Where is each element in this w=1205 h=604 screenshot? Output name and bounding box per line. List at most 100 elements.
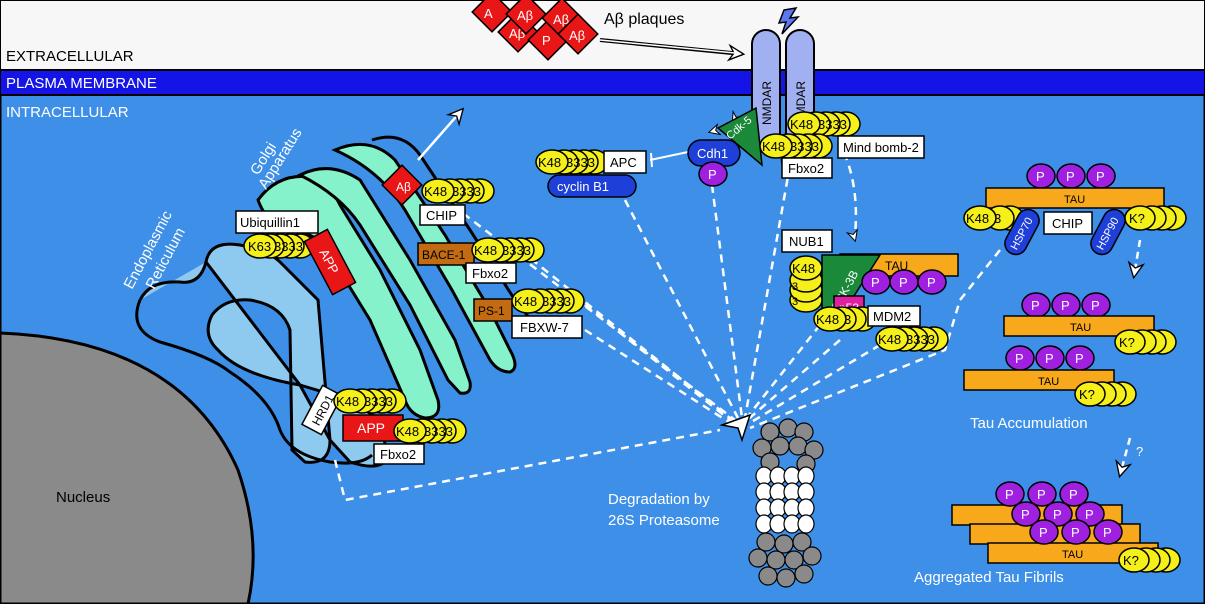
k48-label: K48 <box>878 332 901 347</box>
tau-label: TAU <box>1062 549 1083 561</box>
ubiquitin-chain <box>875 326 949 352</box>
k48-label: K48 <box>966 211 989 226</box>
plasma-membrane-band <box>0 69 1205 96</box>
plaque-arrow-inner <box>599 39 736 54</box>
mdm2-label: MDM2 <box>873 309 911 324</box>
mind-bomb2-label: Mind bomb-2 <box>843 140 919 155</box>
chip-box <box>419 204 466 226</box>
phosphate-label: P <box>1031 298 1040 313</box>
dashed-arrow <box>584 304 736 425</box>
plaque-text: Aβ <box>553 12 569 27</box>
phosphate-label: P <box>708 167 717 182</box>
mdm2-box <box>867 305 921 327</box>
fbxo2-box-nmdar <box>781 157 833 179</box>
proteasome-cap-bottom <box>748 532 822 588</box>
aggregation-arrow <box>1120 437 1130 475</box>
proteasome-core <box>755 466 815 534</box>
plaque-diamond <box>505 0 547 35</box>
ubiquitin-tail: 3333 <box>502 243 531 258</box>
ubiquitin-tail: 3333 <box>818 117 847 132</box>
fbxo2-box-er <box>373 443 425 465</box>
k63-label: K63 <box>248 239 271 254</box>
apc-label: APC <box>610 155 637 170</box>
k-unknown-label: K? <box>1129 211 1145 226</box>
phosphate-label: P <box>1066 169 1075 184</box>
ubiquitin-tail: 3 <box>844 312 851 327</box>
k48-label: K48 <box>474 243 497 258</box>
ubiquitin-chain-k63 <box>243 233 315 259</box>
nub1-box <box>781 229 833 253</box>
app-upper-box: APP <box>303 228 357 296</box>
ubiquillin1-box <box>235 210 319 234</box>
k48-label: K48 <box>396 424 419 439</box>
intracellular-label: INTRACELLULAR <box>6 104 129 121</box>
k-unknown-label: K? <box>1123 553 1139 568</box>
tau-accumulation-label: Tau Accumulation <box>970 415 1088 432</box>
er-outer-membrane <box>135 299 374 465</box>
ps1-label: PS-1 <box>478 304 505 318</box>
ubiquitin-chain <box>333 388 407 414</box>
plaque-text: A <box>484 6 493 21</box>
nub1-label: NUB1 <box>789 234 824 249</box>
proteasome-cap-top <box>752 418 824 474</box>
abeta-plaques-label: Aβ plaques <box>604 11 684 28</box>
phosphate-label: P <box>1053 507 1062 522</box>
plaque-diamond <box>557 13 599 55</box>
ubiquitin-chain <box>759 133 833 159</box>
plaque-diamond <box>471 0 513 33</box>
ubiquitin-tail: 3333 <box>424 424 453 439</box>
phosphate-label: P <box>1036 169 1045 184</box>
fbxo2-label: Fbxo2 <box>380 447 416 462</box>
phosphate-label: P <box>899 275 908 290</box>
plaque-text: Aβ <box>517 8 533 23</box>
k48-label: K48 <box>762 139 785 154</box>
chip-label: CHIP <box>426 208 457 223</box>
fbxo2-label: Fbxo2 <box>472 266 508 281</box>
phosphate-label: P <box>1103 525 1112 540</box>
ubiquitin-tail: 3333 <box>566 155 595 170</box>
phosphate-group <box>1026 163 1116 189</box>
ubiquitin-chain <box>471 237 545 263</box>
tau-bar-chip <box>985 187 1165 209</box>
fbxo2-box-golgi <box>465 262 517 284</box>
dashed-arrow <box>747 343 881 426</box>
tau-release-arrow <box>1134 239 1140 276</box>
ubiquitin-tail: 3333 <box>542 294 571 309</box>
k48-label: K48 <box>514 294 537 309</box>
degradation-label-line1: Degradation by <box>608 491 710 508</box>
abeta-label: Aβ <box>396 180 411 194</box>
phosphate-label: P <box>1039 525 1048 540</box>
ubiquitin-tail: 3333 <box>274 239 303 254</box>
dashed-arrow <box>744 324 821 421</box>
lightning-bolt-icon <box>777 6 800 35</box>
cdk5-triangle <box>716 106 763 167</box>
k48-label: K48 <box>424 184 447 199</box>
degradation-label-line2: 26S Proteasome <box>608 512 720 529</box>
cdh1-label: Cdh1 <box>697 146 728 161</box>
dashed-arrow <box>743 164 792 419</box>
dashed-arrow <box>333 428 721 502</box>
k48-label: K48 <box>336 394 359 409</box>
tau-label: TAU <box>1070 322 1091 334</box>
phosphate-group <box>861 269 947 295</box>
proteasome-arrowhead <box>719 413 752 443</box>
ubiquitin-tail: 3333 <box>790 139 819 154</box>
abeta-diamond <box>381 164 423 206</box>
k48-label: K48 <box>538 155 561 170</box>
ubiquillin1-label: Ubiquillin1 <box>240 215 300 230</box>
ubiquitin-chain-unknown <box>1074 381 1137 407</box>
proteasome-26s <box>748 418 824 588</box>
phosphate-label: P <box>1015 351 1024 366</box>
dashed-arrow <box>710 184 744 419</box>
ubiquitin-chain-unknown <box>1114 329 1177 355</box>
fbxw7-box <box>511 315 583 339</box>
ubiquitin-tail: 3 <box>792 296 798 308</box>
dashed-arrow <box>749 249 1001 430</box>
phosphate-label: P <box>1071 525 1080 540</box>
app-lower-label: APP <box>357 420 385 436</box>
extracellular-label: EXTRACELLULAR <box>6 48 134 65</box>
ubiquitin-tail: 3333 <box>906 332 935 347</box>
aggregated-fibrils-label: Aggregated Tau Fibrils <box>914 569 1064 586</box>
phosphate-label: P <box>1085 507 1094 522</box>
